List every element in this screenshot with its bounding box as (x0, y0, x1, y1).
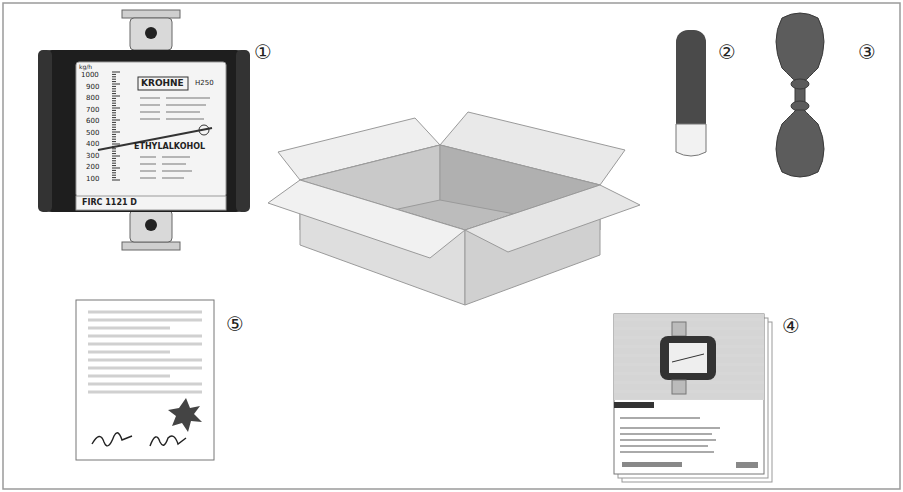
frame (3, 3, 900, 489)
callout-number: ⑤ (226, 314, 244, 334)
model-name: H250 (195, 80, 214, 87)
scale-value: 300 (86, 153, 99, 160)
scale-value: 100 (86, 176, 99, 183)
callout-number: ③ (858, 42, 876, 62)
scale-value: 500 (86, 130, 99, 137)
callout-number: ④ (782, 316, 800, 336)
callout-number: ① (254, 42, 272, 62)
brand-logo: KROHNE (141, 79, 184, 88)
certificate (76, 300, 214, 460)
callout-number: ② (718, 42, 736, 62)
manual (614, 314, 772, 482)
scale-value: 700 (86, 107, 99, 114)
scale-value: 400 (86, 141, 99, 148)
scale-value: 1000 (81, 72, 99, 79)
tool (776, 13, 824, 177)
magnet-rod (676, 30, 706, 156)
scale-value: 800 (86, 95, 99, 102)
medium-name: ETHYLALKOHOL (134, 143, 205, 151)
scale-unit: kg/h (79, 64, 92, 70)
open-box (268, 112, 640, 305)
scale-value: 900 (86, 84, 99, 91)
tag-number: FIRC 1121 D (82, 199, 137, 207)
flowmeter (38, 10, 250, 250)
scale-value: 200 (86, 164, 99, 171)
scale-value: 600 (86, 118, 99, 125)
